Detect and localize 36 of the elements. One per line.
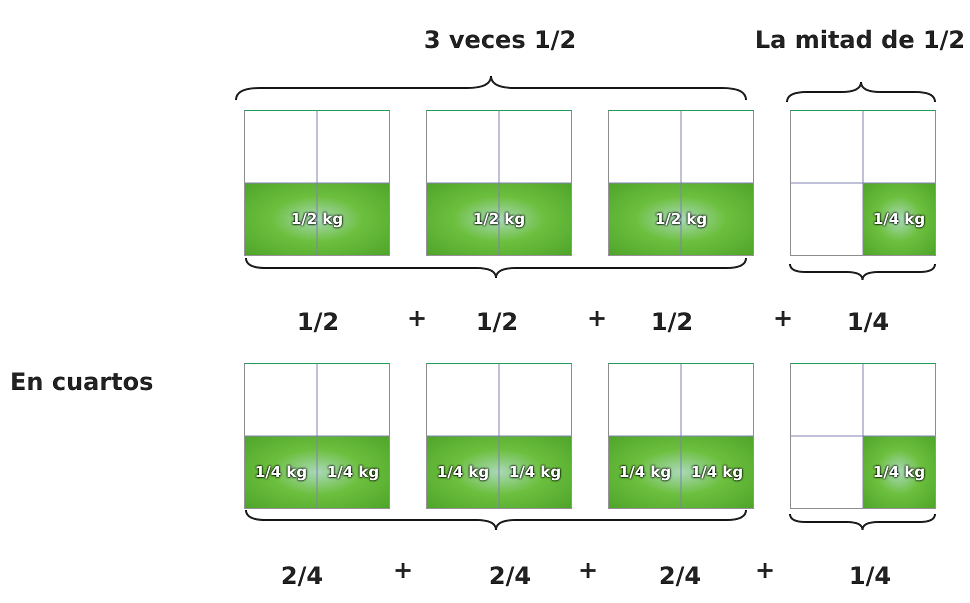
fraction-label: 1/2 kg	[472, 210, 526, 228]
plus-sign: +	[392, 556, 414, 584]
fraction-label: 1/2 kg	[654, 210, 708, 228]
fraction-label: 1/4 kg	[436, 463, 490, 481]
heading: La mitad de 1/2	[754, 26, 966, 54]
fraction-square	[790, 363, 936, 509]
heading: 3 veces 1/2	[424, 26, 576, 54]
fraction-label: 1/4 kg	[326, 463, 380, 481]
plus-sign: +	[406, 304, 428, 332]
fraction-label: 1/2 kg	[290, 210, 344, 228]
fraction-square	[426, 363, 572, 509]
fraction: 1/2	[476, 308, 518, 336]
plus-sign: +	[586, 304, 608, 332]
fraction: 2/4	[280, 562, 324, 590]
fraction-square	[790, 110, 936, 256]
fraction-square	[608, 363, 754, 509]
fraction: 1/4	[846, 308, 890, 336]
fraction: 2/4	[488, 562, 532, 590]
row-label: En cuartos	[10, 368, 154, 396]
fraction-label: 1/4 kg	[618, 463, 672, 481]
fraction-label: 1/4 kg	[872, 210, 926, 228]
fraction-square	[426, 110, 572, 256]
fraction-square	[244, 110, 390, 256]
fraction-label: 1/4 kg	[508, 463, 562, 481]
plus-sign: +	[754, 556, 776, 584]
fraction-square	[244, 363, 390, 509]
fraction: 1/2	[296, 308, 340, 336]
plus-sign: +	[772, 304, 794, 332]
fraction-label: 1/4 kg	[872, 463, 926, 481]
plus-sign: +	[578, 556, 598, 584]
fraction-label: 1/4 kg	[254, 463, 308, 481]
fraction: 1/4	[848, 562, 892, 590]
fraction: 2/4	[658, 562, 702, 590]
fraction-label: 1/4 kg	[690, 463, 744, 481]
fraction-square	[608, 110, 754, 256]
fraction: 1/2	[650, 308, 694, 336]
